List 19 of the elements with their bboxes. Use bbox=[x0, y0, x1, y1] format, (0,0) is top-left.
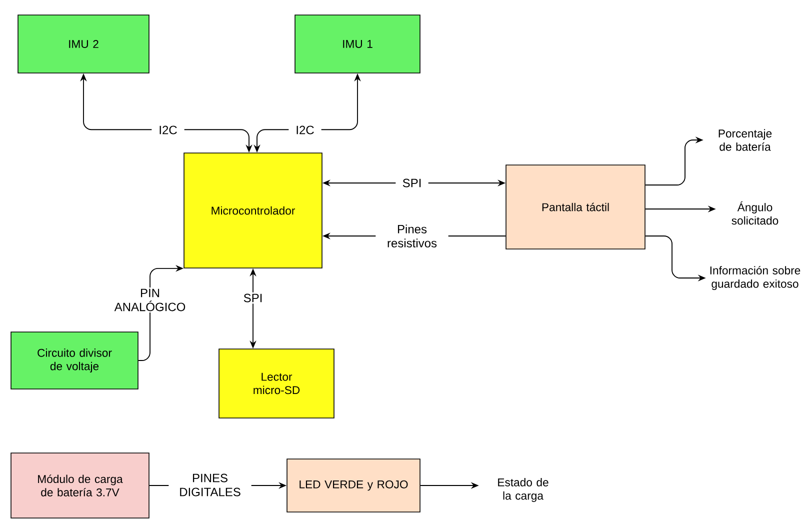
edge-label: I2C bbox=[288, 124, 322, 136]
module-box: Microcontrolador bbox=[184, 152, 322, 268]
module-box: Circuito divisor de voltaje bbox=[10, 332, 138, 390]
output-text: Estado de la carga bbox=[498, 478, 548, 502]
output-text: Información sobre guardado exitoso bbox=[710, 266, 800, 290]
module-box: Módulo de carga de batería 3.7V bbox=[10, 452, 150, 518]
module-box: Lector micro-SD bbox=[218, 348, 334, 418]
output-text: Porcentaje de batería bbox=[718, 129, 772, 151]
edge-label: SPI bbox=[236, 292, 270, 304]
module-box: IMU 2 bbox=[18, 14, 150, 74]
module-box: LED VERDE y ROJO bbox=[286, 458, 420, 512]
output-text: Ángulo solicitado bbox=[732, 201, 778, 225]
edge-label: Pines resistivos bbox=[376, 223, 448, 249]
edge-label: PIN ANALÓGICO bbox=[104, 288, 196, 313]
edge-label: PINES DIGITALES bbox=[168, 472, 252, 498]
module-box: Pantalla táctil bbox=[506, 164, 646, 250]
module-box: IMU 1 bbox=[294, 14, 420, 74]
edge-label: SPI bbox=[396, 177, 428, 189]
edge-label: I2C bbox=[152, 124, 184, 136]
